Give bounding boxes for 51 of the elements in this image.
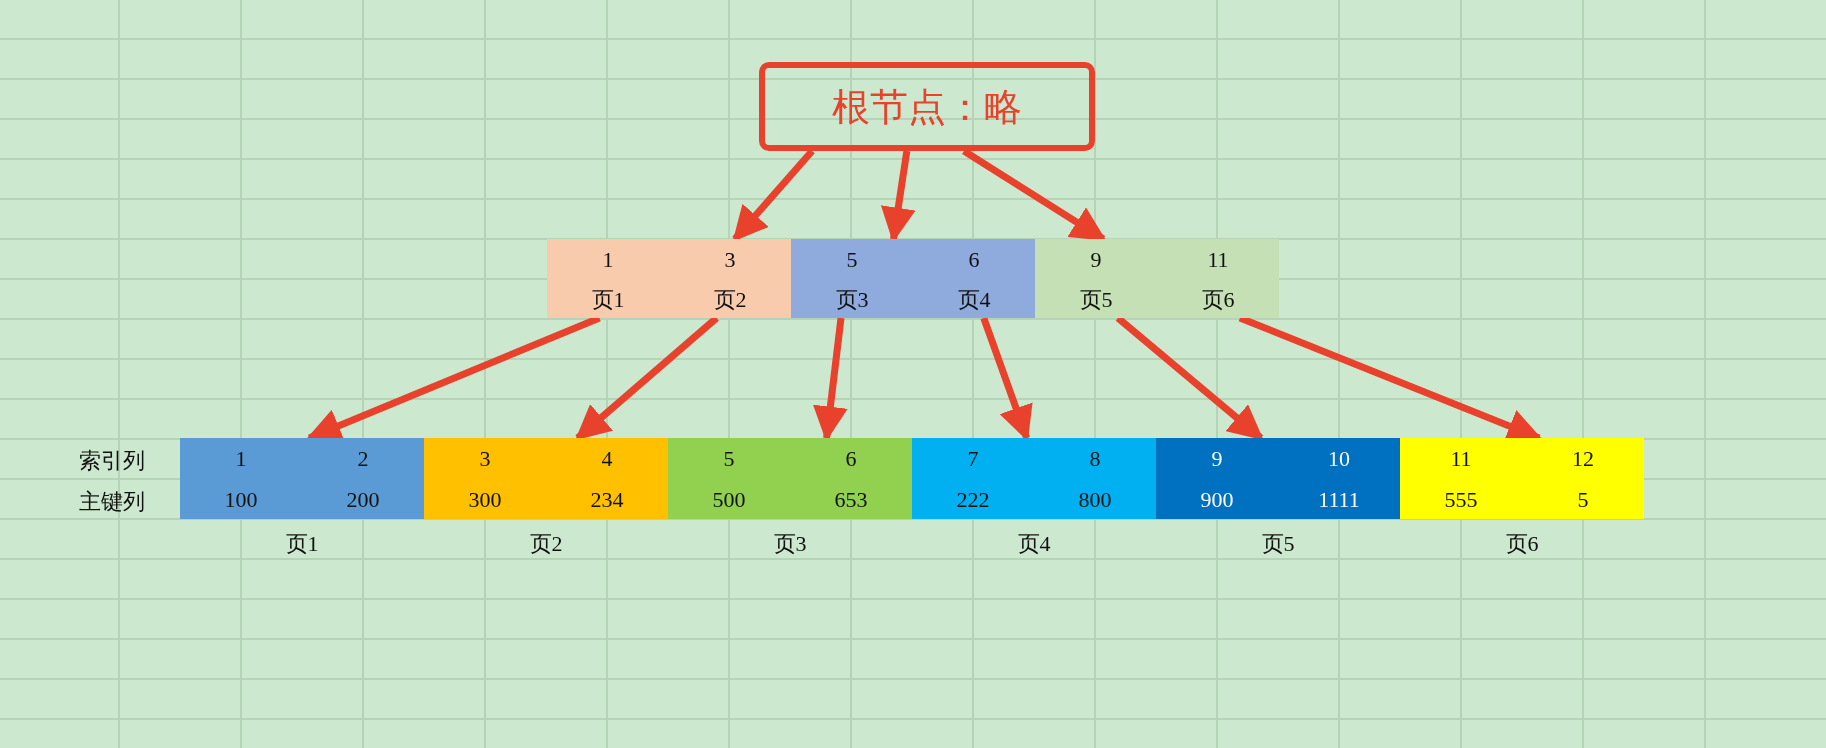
page-caption: 页4 bbox=[1016, 530, 1052, 558]
root-node-label: 根节点：略 bbox=[831, 84, 1023, 131]
index-value: 1 bbox=[234, 446, 248, 472]
page-caption: 页5 bbox=[1260, 530, 1296, 558]
primary-key-value: 300 bbox=[467, 487, 503, 513]
primary-key-value: 555 bbox=[1443, 487, 1479, 513]
primary-key-value: 653 bbox=[833, 487, 869, 513]
page-pointer: 页1 bbox=[590, 286, 626, 314]
index-value: 3 bbox=[478, 446, 492, 472]
primary-key-value: 800 bbox=[1077, 487, 1113, 513]
index-value: 12 bbox=[1571, 446, 1595, 472]
primary-key-value: 100 bbox=[223, 487, 259, 513]
index-page-block bbox=[791, 239, 1035, 318]
index-value: 7 bbox=[966, 446, 980, 472]
row-header: 主键列 bbox=[79, 488, 145, 516]
index-value: 5 bbox=[722, 446, 736, 472]
root-node-box bbox=[759, 62, 1095, 151]
index-page-block bbox=[547, 239, 791, 318]
page-caption: 页1 bbox=[284, 530, 320, 558]
page-caption: 页2 bbox=[528, 530, 564, 558]
primary-key-value: 5 bbox=[1576, 487, 1590, 513]
page-pointer: 页4 bbox=[956, 286, 992, 314]
key-value: 11 bbox=[1206, 247, 1230, 273]
primary-key-value: 222 bbox=[955, 487, 991, 513]
index-value: 4 bbox=[600, 446, 614, 472]
page-pointer: 页2 bbox=[712, 286, 748, 314]
arrow bbox=[962, 148, 1107, 242]
primary-key-value: 500 bbox=[711, 487, 747, 513]
index-value: 2 bbox=[356, 446, 370, 472]
index-value: 6 bbox=[844, 446, 858, 472]
page-pointer: 页3 bbox=[834, 286, 870, 314]
primary-key-value: 200 bbox=[345, 487, 381, 513]
index-value: 11 bbox=[1449, 446, 1473, 472]
index-value: 9 bbox=[1210, 446, 1224, 472]
index-value: 8 bbox=[1088, 446, 1102, 472]
key-value: 9 bbox=[1089, 247, 1103, 273]
primary-key-value: 1111 bbox=[1317, 487, 1361, 513]
index-value: 10 bbox=[1327, 446, 1351, 472]
key-value: 6 bbox=[967, 247, 981, 273]
arrow bbox=[732, 148, 815, 242]
primary-key-value: 900 bbox=[1199, 487, 1235, 513]
row-header: 索引列 bbox=[79, 447, 145, 475]
page-caption: 页3 bbox=[772, 530, 808, 558]
index-page-block bbox=[1035, 239, 1279, 318]
page-pointer: 页5 bbox=[1078, 286, 1114, 314]
page-pointer: 页6 bbox=[1200, 286, 1236, 314]
key-value: 3 bbox=[723, 247, 737, 273]
key-value: 5 bbox=[845, 247, 859, 273]
primary-key-value: 234 bbox=[589, 487, 625, 513]
key-value: 1 bbox=[601, 247, 615, 273]
page-caption: 页6 bbox=[1504, 530, 1540, 558]
